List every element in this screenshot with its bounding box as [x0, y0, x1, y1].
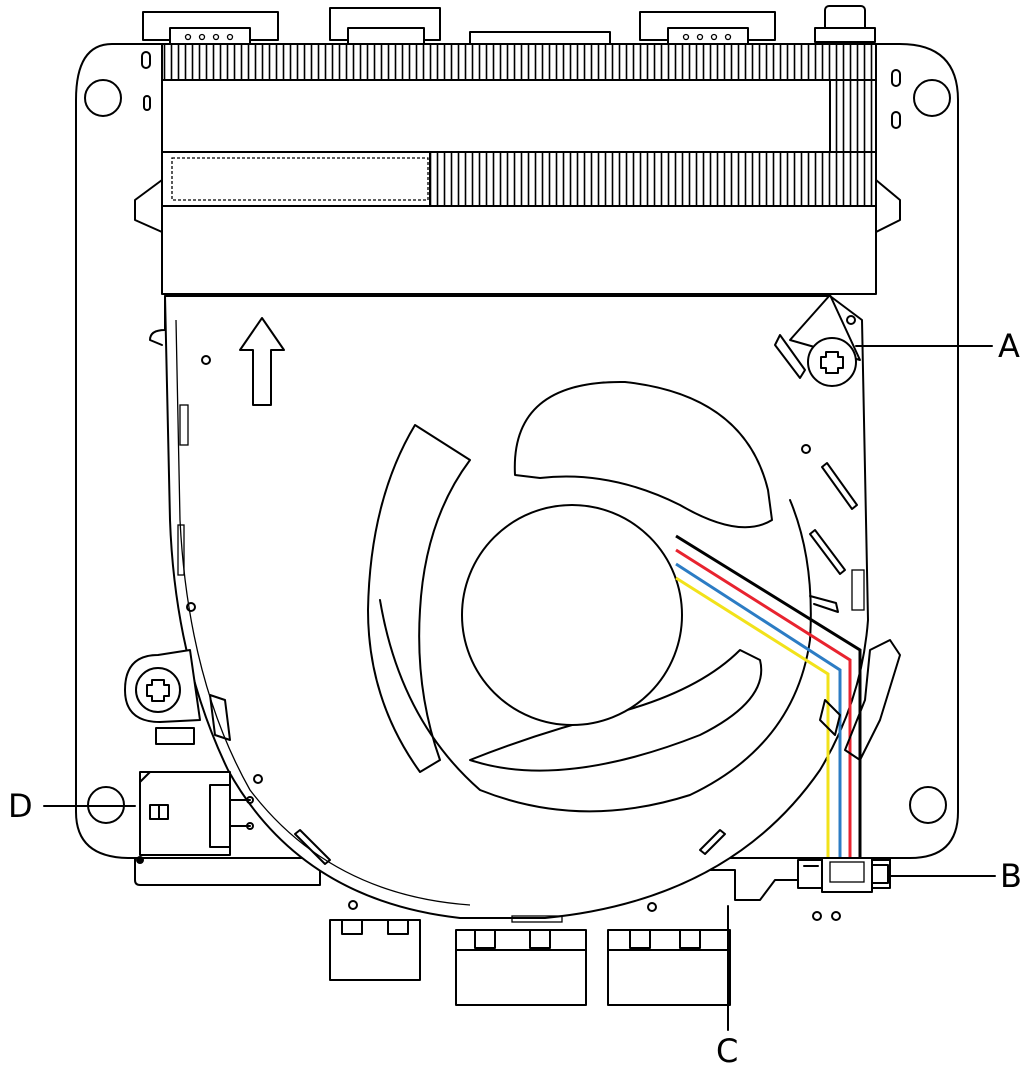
- housing-slots: [177, 404, 865, 923]
- fan-cable: [675, 534, 862, 860]
- cable-wire-yellow: [675, 576, 830, 860]
- fan-impeller: [367, 380, 812, 813]
- cable-wire-red: [675, 548, 852, 860]
- cable-wire-blue: [675, 562, 842, 860]
- fan-hub: [461, 504, 683, 726]
- callout-b: B: [1000, 857, 1022, 895]
- connector-d: [136, 771, 254, 864]
- cable-wire-black: [675, 534, 862, 860]
- heatsink: [134, 43, 901, 297]
- airflow-arrow: [239, 317, 285, 406]
- rear-io-connectors: [142, 5, 876, 49]
- fan-screw-left: [124, 649, 201, 745]
- fan-connector-b: [797, 857, 891, 921]
- housing-rivets: [186, 315, 856, 912]
- callout-a: A: [998, 327, 1020, 365]
- front-io-connectors: [329, 919, 731, 1006]
- fan-screw-a: [774, 294, 861, 387]
- callout-d: D: [8, 787, 33, 825]
- callout-c: C: [716, 1032, 738, 1069]
